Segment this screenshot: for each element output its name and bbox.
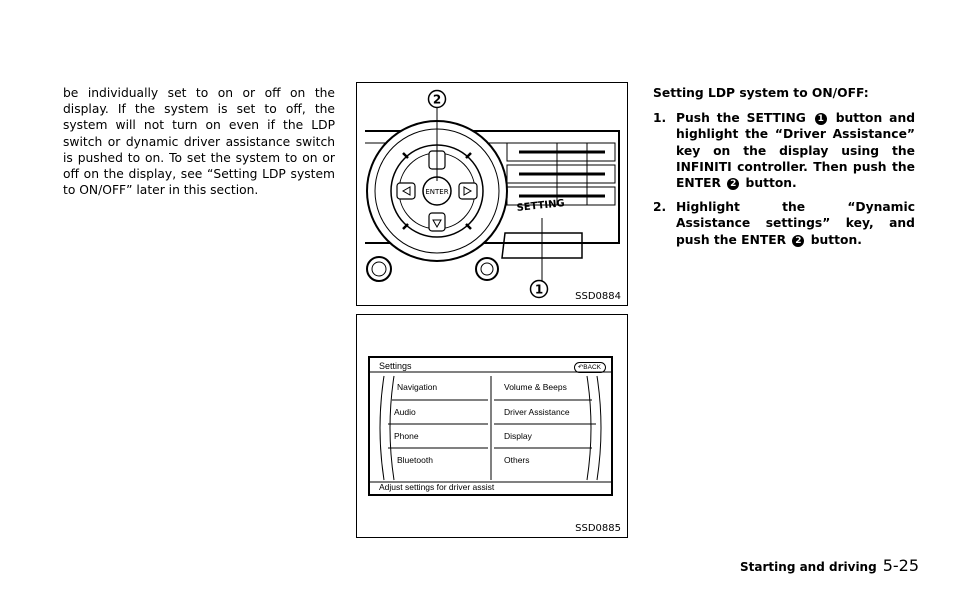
callout-ref: 2: [792, 234, 805, 247]
menu-item-others[interactable]: Others: [504, 455, 530, 465]
controller-figure: ENTER SETTING 2 1 SSD0884: [356, 82, 628, 306]
screen-title: Settings: [379, 361, 412, 371]
callout-ref: 1: [814, 113, 827, 126]
page-footer: Starting and driving 5-25: [740, 556, 919, 575]
menu-item-volume-beeps[interactable]: Volume & Beeps: [504, 382, 567, 392]
back-arrow-icon: ↶: [577, 364, 584, 371]
menu-item-bluetooth[interactable]: Bluetooth: [397, 455, 433, 465]
step-item: 2. Highlight the “Dynamic Assistance set…: [653, 199, 915, 248]
step-text: Push the SETTING: [676, 111, 806, 126]
controller-illustration: ENTER SETTING 2 1: [365, 89, 620, 299]
menu-item-navigation[interactable]: Navigation: [397, 382, 438, 392]
page-number: 5-25: [882, 556, 919, 575]
left-column: be individually set to on or off on the …: [63, 85, 335, 198]
section-heading: Setting LDP system to ON/OFF:: [653, 86, 869, 100]
callout-1: 1: [535, 283, 543, 297]
callout-2: 2: [433, 93, 441, 107]
body-paragraph: be individually set to on or off on the …: [63, 86, 335, 198]
figure-code: SSD0885: [575, 523, 621, 534]
setting-label: SETTING: [516, 198, 565, 214]
menu-item-driver-assistance[interactable]: Driver Assistance: [504, 407, 570, 417]
callout-ref: 2: [727, 178, 740, 191]
status-line: Adjust settings for driver assist: [379, 482, 495, 492]
menu-item-display[interactable]: Display: [504, 431, 532, 441]
back-label: BACK: [583, 364, 601, 371]
step-text: button and highlight the “Driver Assista…: [676, 111, 915, 191]
step-number: 2.: [653, 200, 667, 215]
settings-screen: Settings ↶BACK Navigation Audio Phone Bl…: [368, 356, 613, 496]
steps-list: 1. Push the SETTING 1 button and highlig…: [653, 110, 915, 248]
settings-screen-figure: Settings ↶BACK Navigation Audio Phone Bl…: [356, 314, 628, 538]
step-item: 1. Push the SETTING 1 button and highlig…: [653, 110, 915, 191]
section-name: Starting and driving: [740, 560, 877, 574]
enter-label: ENTER: [425, 188, 448, 196]
step-text: button.: [745, 176, 797, 191]
right-column: Setting LDP system to ON/OFF: 1. Push th…: [653, 85, 915, 256]
step-number: 1.: [653, 111, 667, 126]
figure-code: SSD0884: [575, 291, 621, 302]
step-text: button.: [810, 232, 862, 247]
menu-frame: [370, 371, 611, 483]
step-text: Highlight the “Dynamic Assistance settin…: [676, 200, 915, 247]
menu-item-audio[interactable]: Audio: [394, 407, 416, 417]
menu-item-phone[interactable]: Phone: [394, 431, 419, 441]
